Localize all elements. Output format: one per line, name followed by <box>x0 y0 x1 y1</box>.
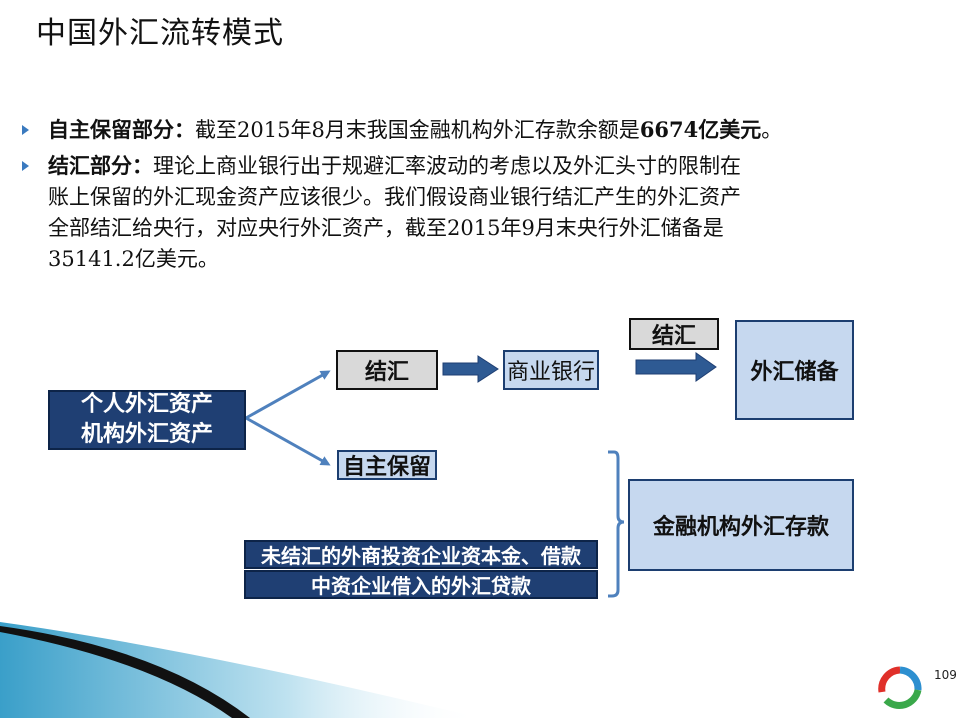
bottom-row-domestic-loan: 中资企业借入的外汇贷款 <box>244 570 598 599</box>
page-number: 109 <box>934 668 957 682</box>
self-retain-box: 自主保留 <box>337 450 437 480</box>
jiehui-box: 结汇 <box>336 350 438 390</box>
arrow-to-self-retain <box>245 416 331 466</box>
bullet-text-line2: 账上保留的外汇现金资产应该很少。我们假设商业银行结汇产生的外汇资产 <box>48 185 741 209</box>
source-line-institution: 机构外汇资产 <box>80 422 213 447</box>
bullet-item-self-retain: 自主保留部分：截至2015年8月末我国金融机构外汇存款余额是6674亿美元。 <box>18 114 918 146</box>
bullet-list: 自主保留部分：截至2015年8月末我国金融机构外汇存款余额是6674亿美元。 结… <box>18 114 918 279</box>
source-assets-box: 个人外汇资产 机构外汇资产 <box>48 390 246 450</box>
bullet-text-line1: 理论上商业银行出于规避汇率波动的考虑以及外汇头寸的限制在 <box>153 154 741 178</box>
bullet-text-end: 。 <box>761 118 783 142</box>
bullet-item-jiehui: 结汇部分：理论上商业银行出于规避汇率波动的考虑以及外汇头寸的限制在 账上保留的外… <box>18 150 918 275</box>
bullet-text-line4: 35141.2亿美元。 <box>48 247 219 271</box>
block-arrow-to-bank <box>442 355 499 383</box>
block-arrow-to-reserve <box>635 352 717 382</box>
source-line-personal: 个人外汇资产 <box>80 392 213 417</box>
arrow-to-jiehui <box>245 370 331 420</box>
bullet-arrow-icon <box>22 161 29 171</box>
bullet-arrow-icon <box>22 125 29 135</box>
commercial-bank-box: 商业银行 <box>503 350 599 390</box>
bottom-row-foreign-capital: 未结汇的外商投资企业资本金、借款 <box>244 540 598 569</box>
fin-deposit-box: 金融机构外汇存款 <box>628 479 854 571</box>
bullet-head: 结汇部分： <box>48 153 153 178</box>
company-logo <box>878 666 922 709</box>
jiehui-label-box: 结汇 <box>629 318 719 350</box>
bullet-text-line3: 全部结汇给央行，对应央行外汇资产，截至2015年9月末央行外汇储备是 <box>48 216 724 240</box>
bullet-text: 截至2015年8月末我国金融机构外汇存款余额是 <box>195 118 640 142</box>
bullet-amount: 6674亿美元 <box>639 117 762 142</box>
bullet-head: 自主保留部分： <box>48 117 195 142</box>
fx-reserve-box: 外汇储备 <box>735 320 854 420</box>
page-title: 中国外汇流转模式 <box>36 16 284 51</box>
bracket <box>608 450 625 598</box>
